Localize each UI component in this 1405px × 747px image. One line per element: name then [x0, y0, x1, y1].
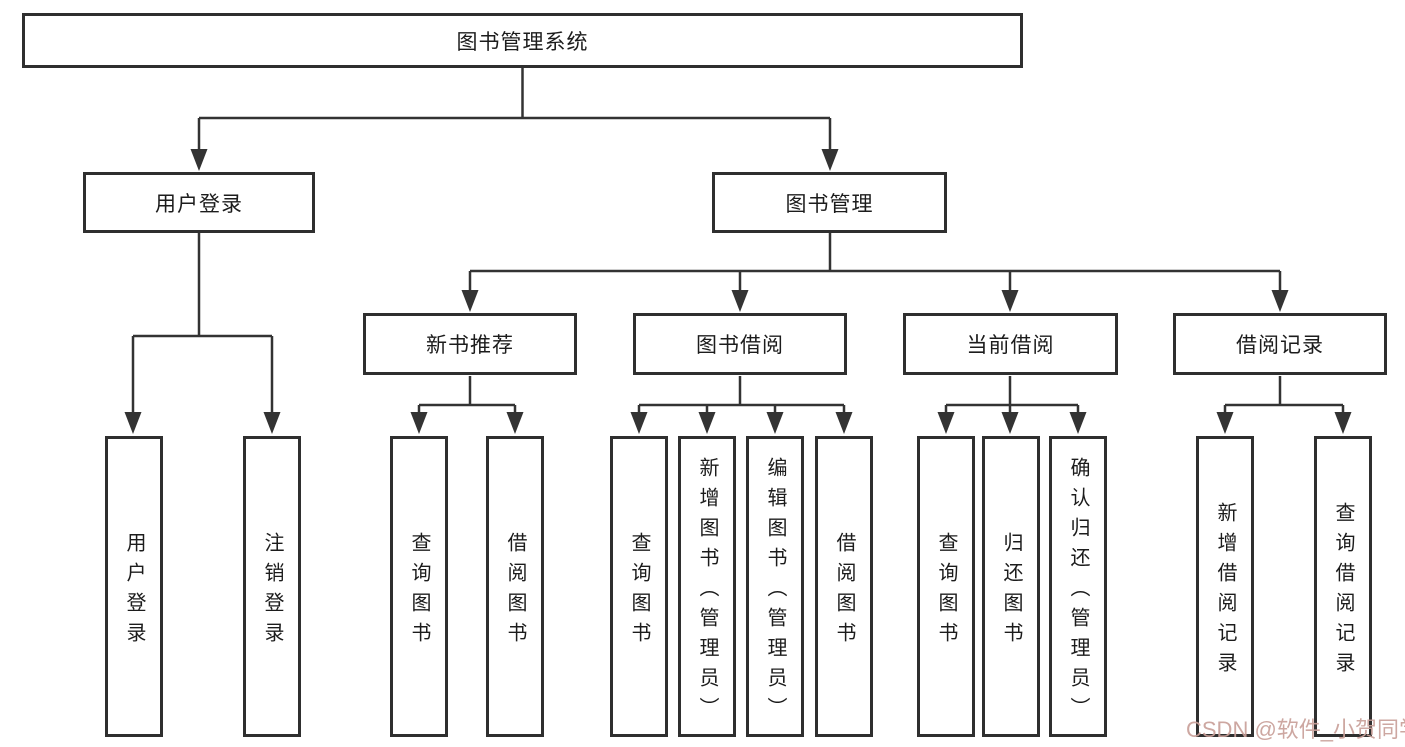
node-book-management: 图书管理 — [712, 172, 947, 233]
connector-path — [131, 68, 1345, 415]
node-label: 新增图书（管理员） — [696, 456, 718, 727]
arrowhead — [731, 290, 749, 312]
leaf-logout: 注销登录 — [243, 436, 301, 737]
leaf-confirm-return-admin: 确认归还（管理员） — [1049, 436, 1107, 737]
node-borrowing-records: 借阅记录 — [1173, 313, 1387, 375]
arrowhead — [124, 412, 142, 434]
arrowhead — [1001, 290, 1019, 312]
arrowhead — [1001, 412, 1019, 434]
node-label: 归还图书 — [1000, 531, 1022, 652]
leaf-query-books-borrowing: 查询图书 — [610, 436, 668, 737]
leaf-query-borrow-record: 查询借阅记录 — [1314, 436, 1372, 737]
node-label: 用户登录 — [155, 192, 243, 216]
arrowhead — [835, 412, 853, 434]
arrowhead — [506, 412, 524, 434]
arrowhead — [190, 149, 208, 171]
node-new-book-recommendation: 新书推荐 — [363, 313, 577, 375]
node-current-borrowing: 当前借阅 — [903, 313, 1118, 375]
node-label: 用户登录 — [123, 531, 145, 652]
arrowhead — [630, 412, 648, 434]
node-label: 查询图书 — [408, 531, 430, 652]
leaf-add-borrow-record: 新增借阅记录 — [1196, 436, 1254, 737]
arrowhead — [1271, 290, 1289, 312]
arrowhead — [821, 149, 839, 171]
arrowhead — [698, 412, 716, 434]
node-label: 借阅图书 — [833, 531, 855, 652]
arrowhead — [1216, 412, 1234, 434]
leaf-query-books-current: 查询图书 — [917, 436, 975, 737]
arrowhead — [937, 412, 955, 434]
node-label: 注销登录 — [261, 531, 283, 652]
node-label: 编辑图书（管理员） — [764, 456, 786, 727]
leaf-query-books-recommend: 查询图书 — [390, 436, 448, 737]
leaf-edit-books-admin: 编辑图书（管理员） — [746, 436, 804, 737]
node-book-management-system: 图书管理系统 — [22, 13, 1023, 68]
leaf-borrow-books-borrowing: 借阅图书 — [815, 436, 873, 737]
node-book-borrowing: 图书借阅 — [633, 313, 847, 375]
node-label: 借阅图书 — [504, 531, 526, 652]
node-label: 新增借阅记录 — [1214, 501, 1236, 682]
arrowhead — [263, 412, 281, 434]
node-label: 查询图书 — [935, 531, 957, 652]
csdn-watermark: CSDN @软件_小贺同学 — [1186, 717, 1405, 742]
leaf-return-books: 归还图书 — [982, 436, 1040, 737]
node-user-login: 用户登录 — [83, 172, 315, 233]
leaf-user-login: 用户登录 — [105, 436, 163, 737]
node-label: 查询借阅记录 — [1332, 501, 1354, 682]
arrowhead — [766, 412, 784, 434]
node-label: 图书管理 — [785, 192, 874, 216]
node-label: 图书借阅 — [696, 334, 784, 357]
arrowhead — [461, 290, 479, 312]
node-label: 确认归还（管理员） — [1067, 456, 1089, 727]
arrowhead — [410, 412, 428, 434]
leaf-borrow-books-recommend: 借阅图书 — [486, 436, 544, 737]
arrowhead — [1069, 412, 1087, 434]
node-label: 查询图书 — [628, 531, 650, 652]
leaf-add-books-admin: 新增图书（管理员） — [678, 436, 736, 737]
node-label: 当前借阅 — [966, 334, 1055, 357]
arrowhead — [1334, 412, 1352, 434]
node-label: 借阅记录 — [1236, 334, 1324, 357]
node-label: 新书推荐 — [426, 334, 514, 357]
node-label: 图书管理系统 — [456, 30, 589, 54]
